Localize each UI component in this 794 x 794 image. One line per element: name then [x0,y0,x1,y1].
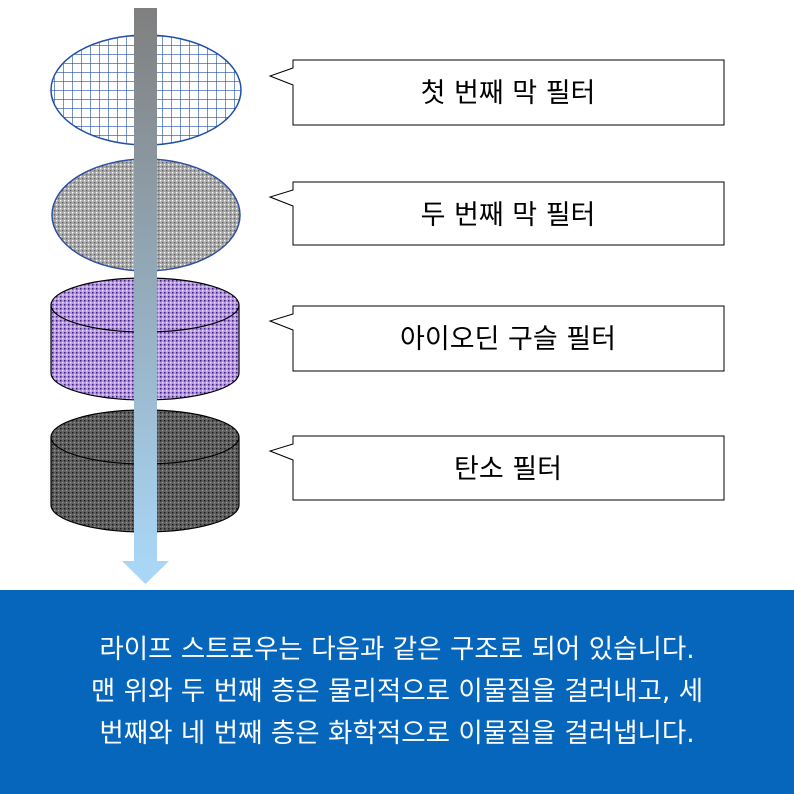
callout-label-fourth: 탄소 필터 [454,454,562,485]
callout-label-first: 첫 번째 막 필터 [421,78,596,109]
caption-box: 라이프 스트로우는 다음과 같은 구조로 되어 있습니다. 맨 위와 두 번째 … [0,590,794,794]
callout-carbon-filter: 탄소 필터 [268,435,725,501]
callout-first-membrane-filter: 첫 번째 막 필터 [268,59,725,126]
callout-second-membrane-filter: 두 번째 막 필터 [268,181,725,246]
callout-label-second: 두 번째 막 필터 [421,200,596,231]
caption-line-2: 맨 위와 두 번째 층은 물리적으로 이물질을 걸러내고, 세 [90,676,704,707]
flow-arrow-icon [122,8,169,584]
caption-line-3: 번째와 네 번째 층은 화학적으로 이물질을 걸러냅니다. [99,718,695,749]
caption-line-1: 라이프 스트로우는 다음과 같은 구조로 되어 있습니다. [99,634,695,665]
callout-label-third: 아이오딘 구슬 필터 [400,324,616,355]
callout-iodine-bead-filter: 아이오딘 구슬 필터 [268,305,725,372]
